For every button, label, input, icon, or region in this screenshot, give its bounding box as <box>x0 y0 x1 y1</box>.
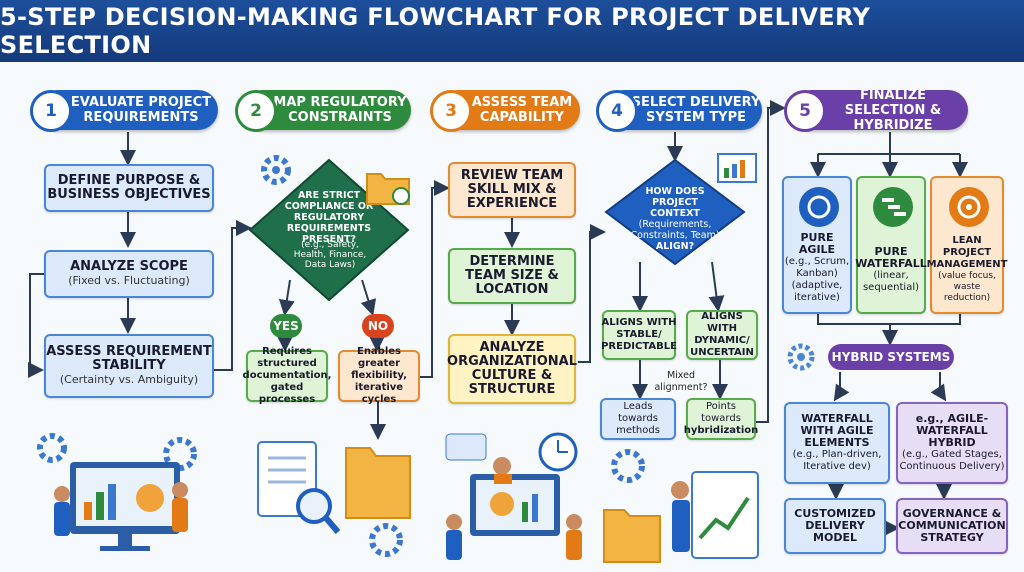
gear-icon <box>261 155 291 185</box>
leads-box: Leads towards methods <box>600 398 676 440</box>
box-title: ASSESS REQUIREMENT STABILITY <box>46 344 212 373</box>
yes-outcome-text: Requires structured documentation, gated… <box>242 346 332 405</box>
dynamic-text: ALIGNS WITH DYNAMIC/ UNCERTAIN <box>690 311 754 358</box>
step-number-badge: 2 <box>235 90 277 132</box>
points-text: Points towards <box>701 401 741 424</box>
waterfall-title: PURE WATERFALL <box>855 245 927 270</box>
connector-lines <box>28 100 968 536</box>
box-title: ANALYZE SCOPE <box>70 259 188 274</box>
step-number-badge: 4 <box>596 90 638 132</box>
pure-waterfall-box: PURE WATERFALL (linear, sequential) <box>855 176 927 314</box>
stable-text: ALIGNS WITH STABLE/ PREDICTABLE <box>601 317 677 352</box>
lean-box: LEAN PROJECT MANAGEMENT (value focus, wa… <box>927 176 1007 314</box>
alignment-question: HOW DOES PROJECT CONTEXT (Requirements, … <box>628 186 722 252</box>
review-skill-box: REVIEW TEAM SKILL MIX & EXPERIENCE <box>448 162 576 218</box>
step-label: EVALUATE PROJECT REQUIREMENTS <box>70 95 212 125</box>
gear-icon <box>787 343 815 371</box>
custom-title: CUSTOMIZED DELIVERY MODEL <box>794 507 876 544</box>
yes-badge: YES <box>270 314 302 338</box>
culture-box: ANALYZE ORGANIZATIONAL CULTURE & STRUCTU… <box>447 334 577 404</box>
step-label: MAP REGULATORY CONSTRAINTS <box>273 95 407 125</box>
wae-title: WATERFALL WITH AGILE ELEMENTS <box>800 412 874 449</box>
stable-box: ALIGNS WITH STABLE/ PREDICTABLE <box>601 310 677 360</box>
step-number-badge: 1 <box>30 90 72 132</box>
hybridization-box: Points towards hybridization <box>683 398 759 440</box>
no-outcome-box: Enables greater flexibility, iterative c… <box>338 346 420 405</box>
step-label: FINALIZE SELECTION & HYBRIDIZE <box>844 87 942 133</box>
waterfall-subtitle: (linear, sequential) <box>862 270 920 293</box>
question-subtitle: (e.g., Safety, Health, Finance, Data Law… <box>293 240 367 270</box>
target-icon <box>949 187 989 227</box>
box-subtitle: (Fixed vs. Fluctuating) <box>68 274 190 287</box>
step-4-header: 4 SELECT DELIVERY SYSTEM TYPE <box>596 90 762 132</box>
customized-model-box: CUSTOMIZED DELIVERY MODEL <box>784 498 886 554</box>
step-3-header: 3 ASSESS TEAM CAPABILITY <box>430 90 580 132</box>
alignment-decision-diamond <box>604 158 746 266</box>
question-subtitle: (Requirements, Constraints, Team) <box>630 219 720 241</box>
awh-title: e.g., AGILE-WATERFALL HYBRID <box>915 412 989 449</box>
page-title: 5-STEP DECISION-MAKING FLOWCHART FOR PRO… <box>0 3 871 59</box>
step-label: SELECT DELIVERY SYSTEM TYPE <box>631 95 761 125</box>
step-5-header: 5 FINALIZE SELECTION & HYBRIDIZE <box>784 87 968 133</box>
step-2-header: 2 MAP REGULATORY CONSTRAINTS <box>235 90 411 132</box>
folder-check-icon <box>366 173 410 205</box>
define-purpose-box: DEFINE PURPOSE & BUSINESS OBJECTIVES <box>44 164 214 212</box>
compliance-examples: (e.g., Safety, Health, Finance, Data Law… <box>290 240 370 270</box>
awh-subtitle: (e.g., Gated Stages, Continuous Delivery… <box>899 449 1005 472</box>
step-label: ASSESS TEAM CAPABILITY <box>471 95 573 125</box>
clock-icon <box>445 432 582 560</box>
dynamic-box: ALIGNS WITH DYNAMIC/ UNCERTAIN <box>686 310 758 360</box>
pure-agile-box: PURE AGILE (e.g., Scrum, Kanban) (adapti… <box>782 176 852 314</box>
chart-icon <box>603 449 759 563</box>
hybrid-systems-pill: HYBRID SYSTEMS <box>828 344 954 370</box>
mixed-alignment-label: Mixed alignment? <box>654 370 708 393</box>
compliance-question: ARE STRICT COMPLIANCE OR REGULATORY REQU… <box>278 190 380 245</box>
wae-subtitle: (e.g., Plan-driven, Iterative dev) <box>792 449 882 472</box>
gantt-icon <box>873 187 913 227</box>
box-title: DEFINE PURPOSE & BUSINESS OBJECTIVES <box>47 173 211 202</box>
flowchart-canvas: 1 EVALUATE PROJECT REQUIREMENTS 2 MAP RE… <box>0 62 1024 572</box>
analyze-scope-box: ANALYZE SCOPE (Fixed vs. Fluctuating) <box>44 250 214 298</box>
no-outcome-text: Enables greater flexibility, iterative c… <box>351 346 407 405</box>
question-title: ARE STRICT COMPLIANCE OR REGULATORY REQU… <box>284 190 374 245</box>
leads-text: Leads towards methods <box>616 401 660 436</box>
team-size-box: DETERMINE TEAM SIZE & LOCATION <box>448 248 576 304</box>
chart-icon <box>717 153 757 183</box>
hybridization-text: hybridization <box>683 425 759 436</box>
agile-subtitle: (e.g., Scrum, Kanban) (adaptive, iterati… <box>784 256 850 303</box>
no-badge: NO <box>362 314 394 338</box>
step-1-header: 1 EVALUATE PROJECT REQUIREMENTS <box>30 90 218 132</box>
document-check-icon <box>257 441 411 557</box>
box-subtitle: (Certainty vs. Ambiguity) <box>59 373 199 386</box>
agile-title: PURE AGILE <box>798 231 836 256</box>
title-banner: 5-STEP DECISION-MAKING FLOWCHART FOR PRO… <box>0 0 1024 62</box>
step-number-badge: 3 <box>430 90 472 132</box>
presentation-icon <box>37 433 197 551</box>
lean-subtitle: (value focus, waste reduction) <box>938 271 996 303</box>
box-title: ANALYZE ORGANIZATIONAL CULTURE & STRUCTU… <box>447 340 577 397</box>
assess-stability-box: ASSESS REQUIREMENT STABILITY (Certainty … <box>44 334 214 398</box>
cycle-icon <box>799 187 839 227</box>
box-title: REVIEW TEAM SKILL MIX & EXPERIENCE <box>460 168 564 211</box>
yes-outcome-box: Requires structured documentation, gated… <box>243 346 332 405</box>
agile-waterfall-hybrid-box: e.g., AGILE-WATERFALL HYBRID (e.g., Gate… <box>896 402 1008 484</box>
box-title: DETERMINE TEAM SIZE & LOCATION <box>465 254 559 297</box>
lean-title: LEAN PROJECT MANAGEMENT <box>926 235 1008 270</box>
question-title: HOW DOES PROJECT CONTEXT <box>645 186 705 219</box>
question-end: ALIGN? <box>655 241 695 252</box>
step-number-badge: 5 <box>784 90 826 132</box>
gov-title: GOVERNANCE & COMMUNICATION STRATEGY <box>898 507 1006 544</box>
waterfall-agile-elements-box: WATERFALL WITH AGILE ELEMENTS (e.g., Pla… <box>784 402 890 484</box>
governance-box: GOVERNANCE & COMMUNICATION STRATEGY <box>896 498 1008 554</box>
